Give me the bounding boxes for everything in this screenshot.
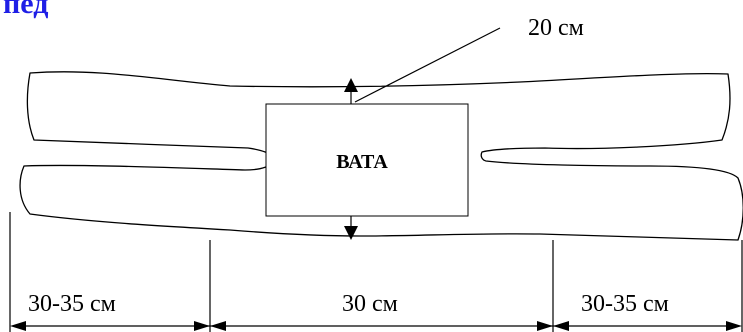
bottom-arrowhead bbox=[344, 226, 358, 240]
dim-arrow-right-end bbox=[726, 321, 742, 331]
dimension-left-label: 30-35 см bbox=[28, 291, 116, 317]
dimension-center-label: 30 см bbox=[342, 291, 398, 317]
cotton-pad-label: ВАТА bbox=[336, 151, 388, 173]
top-arrowhead bbox=[344, 78, 358, 92]
dim-arrow-left-start bbox=[10, 321, 26, 331]
bandage-outline bbox=[19, 71, 743, 241]
leader-label: 20 см bbox=[528, 15, 584, 41]
diagram-title: пед bbox=[3, 0, 48, 20]
dim-arrow-center-start bbox=[210, 321, 226, 331]
dim-arrow-left-end bbox=[194, 321, 210, 331]
dimension-right-label: 30-35 см bbox=[581, 291, 669, 317]
dim-arrow-center-end bbox=[537, 321, 553, 331]
dim-arrow-right-start bbox=[553, 321, 569, 331]
cotton-pad bbox=[265, 103, 469, 217]
leader-line bbox=[354, 27, 501, 103]
